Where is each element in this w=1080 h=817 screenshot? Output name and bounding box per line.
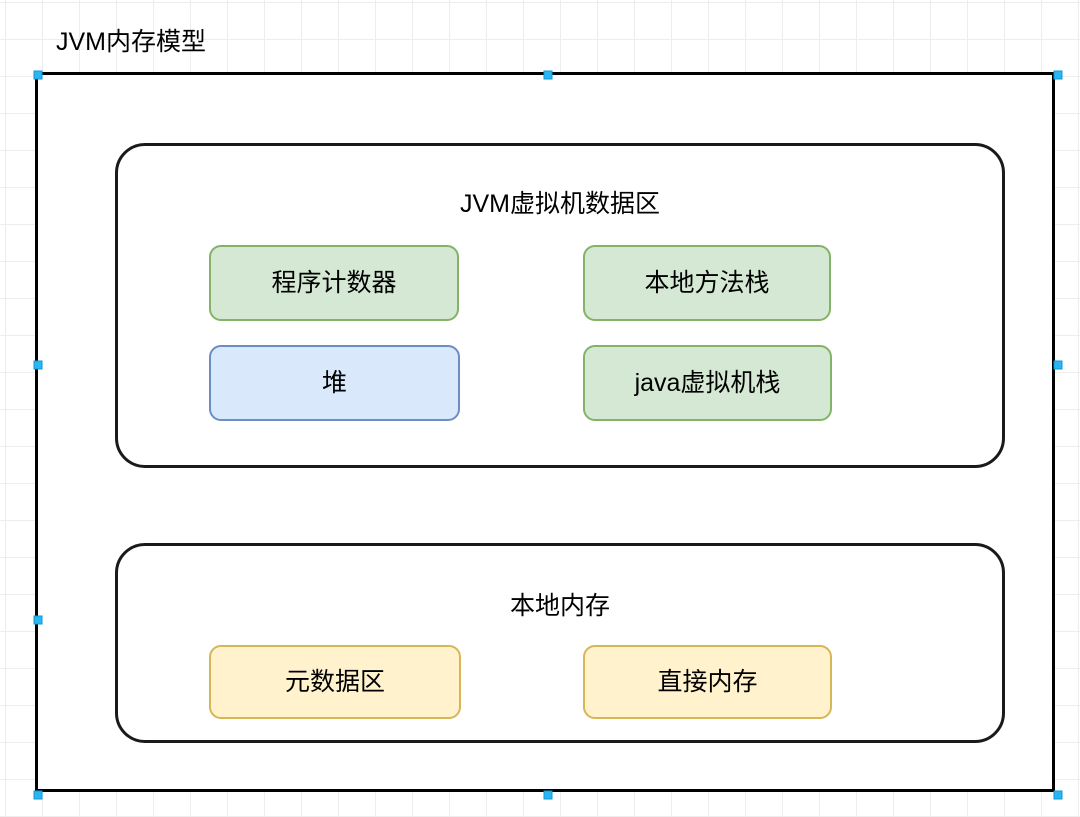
node-direct-memory[interactable]: 直接内存 xyxy=(583,645,832,719)
node-program-counter[interactable]: 程序计数器 xyxy=(209,245,459,321)
group-native-memory-label: 本地内存 xyxy=(509,592,610,620)
selection-handle-lower-left[interactable] xyxy=(33,615,43,625)
node-java-vm-stack[interactable]: java虚拟机栈 xyxy=(583,345,832,421)
selection-handle-top-right[interactable] xyxy=(1053,70,1063,80)
selection-handle-bottom-right[interactable] xyxy=(1053,790,1063,800)
group-runtime-data-area-label: JVM虚拟机数据区 xyxy=(459,190,660,218)
selection-handle-bottom-center[interactable] xyxy=(543,790,553,800)
node-native-method-stack[interactable]: 本地方法栈 xyxy=(583,245,831,321)
selection-handle-middle-right[interactable] xyxy=(1053,360,1063,370)
diagram-title: JVM内存模型 xyxy=(56,28,207,56)
selection-handle-top-left[interactable] xyxy=(33,70,43,80)
selection-handle-bottom-left[interactable] xyxy=(33,790,43,800)
node-metaspace[interactable]: 元数据区 xyxy=(209,645,461,719)
node-heap[interactable]: 堆 xyxy=(209,345,460,421)
selection-handle-top-center[interactable] xyxy=(543,70,553,80)
selection-handle-middle-left[interactable] xyxy=(33,360,43,370)
